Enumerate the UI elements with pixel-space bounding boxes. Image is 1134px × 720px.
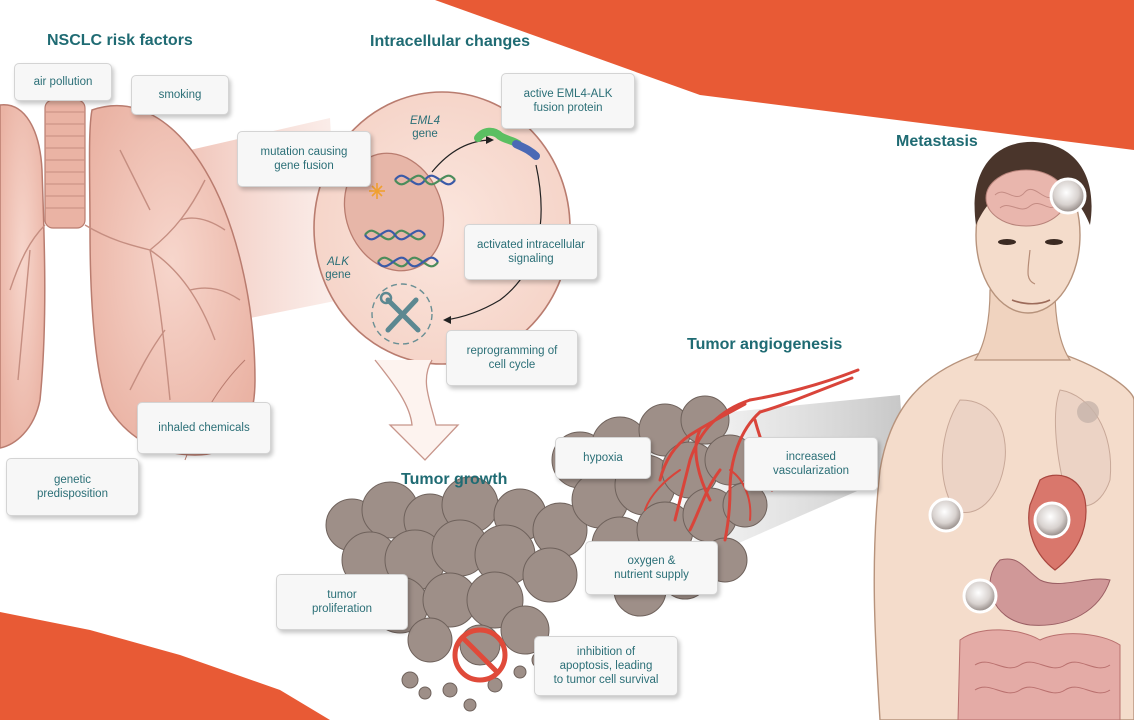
- label-text: fusion protein: [533, 102, 603, 114]
- label-text: active EML4-ALK: [523, 88, 613, 100]
- metastasis-nodule-icon: [928, 177, 1087, 614]
- prohibition-icon: [452, 627, 508, 683]
- label-text: genetic: [53, 474, 92, 486]
- cell-illustration: [313, 91, 571, 461]
- label-text: cell cycle: [488, 359, 536, 371]
- label-fusion-protein: active EML4-ALK fusion protein: [501, 73, 635, 129]
- label-text: vascularization: [772, 465, 850, 477]
- label-genetic-predisposition: genetic predisposition: [6, 458, 139, 516]
- label-text: tumor: [327, 589, 357, 601]
- dna-icon: [364, 174, 456, 268]
- label-oxygen-nutrient-supply: oxygen & nutrient supply: [585, 541, 718, 595]
- human-figure: [873, 141, 1134, 720]
- label-mutation-gene-fusion: mutation causing gene fusion: [237, 131, 371, 187]
- orange-band-top: [435, 0, 1134, 150]
- label-cell-cycle: reprogramming of cell cycle: [446, 330, 578, 386]
- label-text: oxygen &: [627, 555, 676, 567]
- label-text: proliferation: [311, 603, 373, 615]
- label-text: increased: [786, 451, 836, 463]
- label-hypoxia: hypoxia: [555, 437, 651, 479]
- lungs-illustration: [0, 99, 256, 461]
- label-tumor-proliferation: tumor proliferation: [276, 574, 408, 630]
- heading-risk-factors: NSCLC risk factors: [47, 32, 193, 49]
- tumor-mass: [325, 395, 768, 712]
- label-text: predisposition: [37, 488, 108, 500]
- label-air-pollution: air pollution: [14, 63, 112, 101]
- label-text: activated intracellular: [476, 239, 586, 251]
- label-text: gene fusion: [274, 160, 334, 172]
- label-text: apoptosis, leading: [559, 660, 653, 672]
- label-text: hypoxia: [583, 452, 623, 464]
- label-text: to tumor cell survival: [553, 674, 659, 686]
- label-text: signaling: [508, 253, 554, 265]
- label-inhibition-apoptosis: inhibition of apoptosis, leading to tumo…: [534, 636, 678, 696]
- heading-angiogenesis: Tumor angiogenesis: [687, 336, 843, 353]
- label-eml4-gene: EML4 gene: [405, 115, 445, 141]
- label-text: nutrient supply: [614, 569, 689, 581]
- label-text: inhaled chemicals: [158, 422, 250, 434]
- heading-intracellular: Intracellular changes: [370, 33, 531, 50]
- label-alk-gene: ALK gene: [318, 256, 358, 282]
- gene-word: gene: [325, 269, 351, 281]
- label-text: inhibition of: [576, 646, 636, 658]
- heading-metastasis: Metastasis: [896, 133, 978, 150]
- label-text: mutation causing: [260, 146, 348, 158]
- orange-band-bottom: [0, 612, 330, 720]
- blood-vessels: [644, 368, 860, 542]
- label-inhaled-chemicals: inhaled chemicals: [137, 402, 271, 454]
- gene-name: ALK: [327, 256, 349, 268]
- fusion-protein-icon: [474, 127, 540, 160]
- label-smoking: smoking: [131, 75, 229, 115]
- tools-icon: [371, 283, 433, 345]
- gene-name: EML4: [409, 115, 441, 127]
- gene-word: gene: [412, 128, 438, 140]
- label-text: smoking: [158, 89, 202, 101]
- label-text: reprogramming of: [466, 345, 558, 357]
- heading-tumor-growth: Tumor growth: [401, 471, 508, 488]
- label-intracellular-signaling: activated intracellular signaling: [464, 224, 598, 280]
- label-increased-vascularization: increased vascularization: [744, 437, 878, 491]
- label-text: air pollution: [33, 76, 93, 88]
